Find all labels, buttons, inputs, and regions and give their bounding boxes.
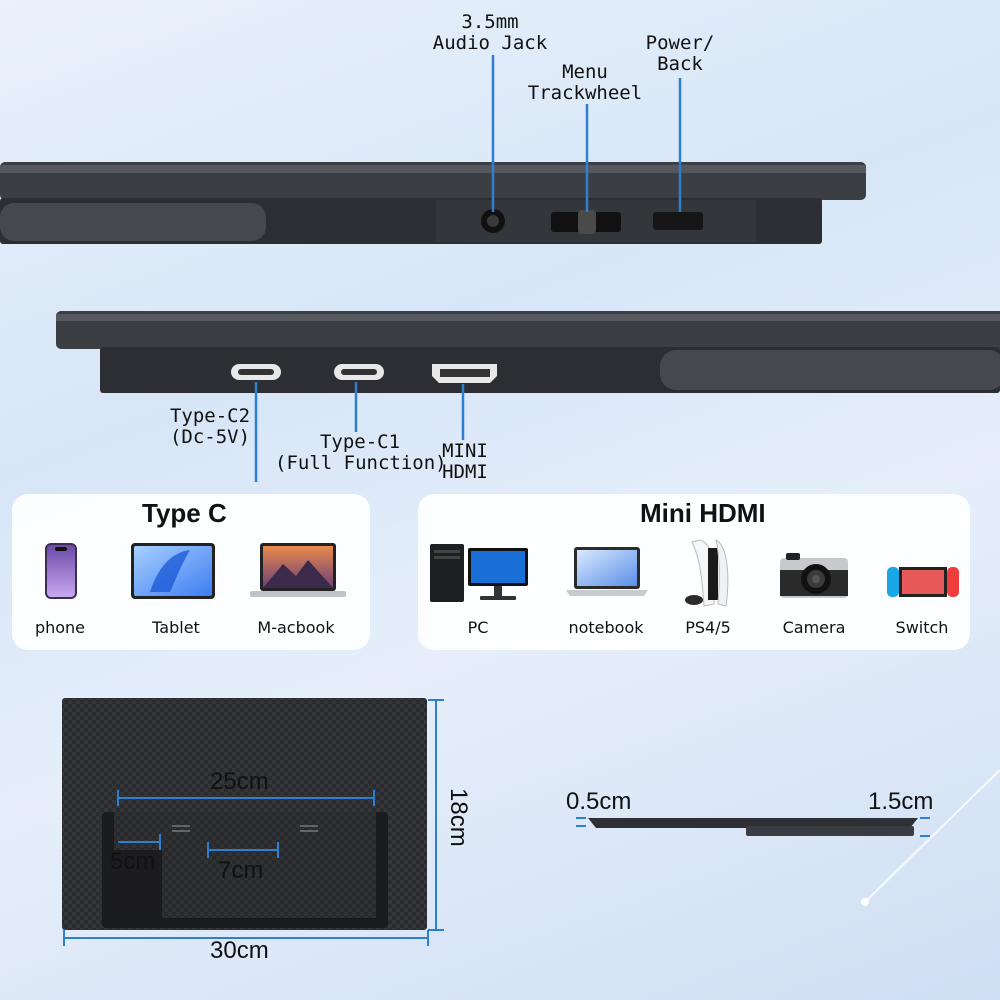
phone-icon — [45, 543, 77, 599]
device-label: phone — [34, 618, 86, 637]
camera-icon — [780, 553, 848, 598]
device-label: Tablet — [152, 618, 200, 637]
device-label: notebook — [568, 618, 644, 637]
width-label: 30cm — [210, 937, 269, 964]
type-c2-label: Type-C2 (Dc-5V) — [169, 405, 251, 448]
game-console-icon — [685, 539, 729, 607]
desktop-pc-icon — [430, 544, 528, 602]
type-c1-label: Type-C1 (Full Function) — [275, 431, 447, 474]
notebook-icon — [566, 547, 648, 596]
menu-trackwheel-label: Menu Trackwheel — [527, 61, 643, 104]
height-label: 18cm — [445, 788, 472, 847]
handheld-console-icon — [887, 567, 959, 597]
device-label: PS4/5 — [685, 618, 731, 637]
slot-label: 5cm — [110, 848, 156, 875]
thick-label: 1.5cm — [868, 788, 934, 815]
audio-jack-label: 3.5mm Audio Jack — [432, 11, 548, 54]
mini-hdmi-label: MINI HDMI — [442, 440, 488, 483]
device-label: M-acbook — [257, 618, 335, 637]
type-c-card: Type C phone Tablet M-acbook — [12, 494, 370, 650]
tablet-icon — [131, 543, 215, 599]
device-label: PC — [467, 618, 489, 637]
stand-width-label: 25cm — [210, 768, 269, 795]
device-label: Camera — [782, 618, 846, 637]
power-button — [653, 212, 703, 230]
kick-label: 7cm — [218, 857, 264, 884]
device-label: Switch — [895, 618, 949, 637]
power-back-label: Power/ Back — [645, 32, 715, 75]
mini-hdmi-title: Mini HDMI — [640, 498, 766, 528]
laptop-icon — [250, 543, 346, 597]
mini-hdmi-card: Mini HDMI PC notebook PS4/5 Camera — [418, 494, 970, 650]
monitor-side-top — [0, 55, 866, 244]
type-c-title: Type C — [142, 498, 227, 528]
thin-label: 0.5cm — [566, 788, 632, 815]
monitor-side-ports — [56, 311, 1000, 482]
